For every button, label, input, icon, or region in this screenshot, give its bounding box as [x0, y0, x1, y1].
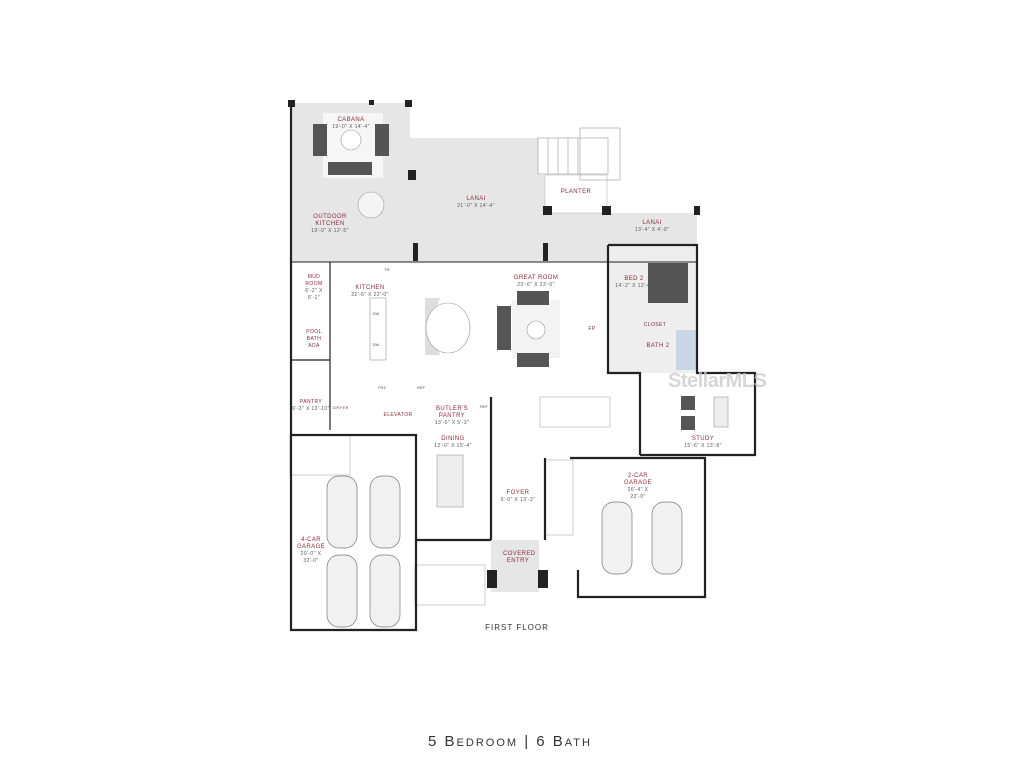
sofa	[517, 291, 549, 305]
sofa	[375, 124, 389, 156]
room-label-elevator: ELEVATOR	[383, 412, 413, 418]
fixture-frz: FRZ	[378, 385, 386, 390]
dining-table-outdoor	[357, 191, 385, 219]
fixture-dw: DW	[372, 342, 380, 347]
study-chair	[681, 416, 695, 430]
sofa	[497, 306, 511, 350]
room-label-covered-entry: COVERED ENTRY	[503, 551, 536, 564]
covered-entry-floor	[491, 540, 539, 592]
floor-label: FIRST FLOOR	[485, 623, 549, 632]
kitchen-island-counter	[369, 297, 387, 361]
room-label-closet: CLOSET	[643, 322, 667, 328]
dining-table	[436, 454, 464, 508]
fixture-tr: TR	[384, 267, 390, 272]
rear-stairs	[537, 127, 621, 181]
coffee-table	[340, 129, 362, 151]
fixture-ref: REF	[480, 404, 488, 409]
sofa	[517, 353, 549, 367]
room-label-dryer: DRYER	[333, 405, 349, 410]
room-label-planter: PLANTER	[560, 189, 592, 195]
planter-box	[544, 174, 608, 214]
outdoor-area	[291, 103, 697, 262]
bed	[648, 263, 688, 303]
walls	[289, 103, 757, 632]
shower	[676, 330, 696, 370]
coffee-table	[526, 320, 546, 340]
room-label-bath2: BATH 2	[646, 343, 670, 349]
cars	[326, 475, 683, 628]
fixture-ref: REF	[417, 385, 425, 390]
columns	[288, 100, 700, 588]
room-label-pool-bath: POOL BATH ADA	[306, 329, 322, 349]
sofa	[313, 124, 327, 156]
desk	[713, 396, 729, 428]
sofa	[328, 162, 372, 175]
dining-table-kitchen	[425, 302, 471, 354]
caption: 5 Bedroom | 6 Bath	[428, 733, 592, 750]
study-chair	[681, 396, 695, 410]
fixture-dw: DW	[372, 311, 380, 316]
room-label-fireplace: FP	[588, 326, 596, 332]
watermark: StellarMLS	[668, 370, 767, 392]
